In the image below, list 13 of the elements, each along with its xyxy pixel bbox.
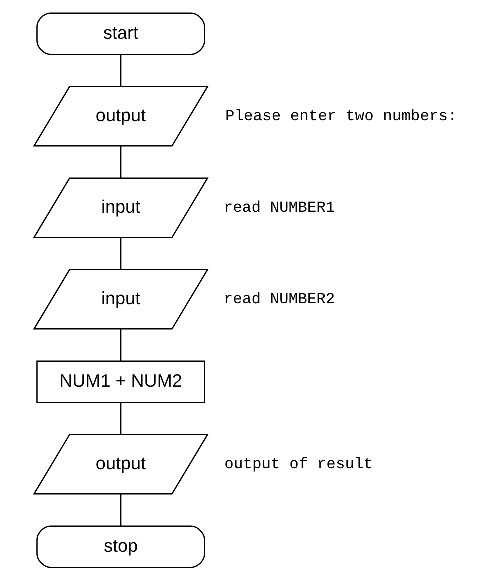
connector xyxy=(120,146,122,178)
connector xyxy=(120,494,122,526)
node-label: read NUMBER1 xyxy=(224,199,336,218)
node-box: stop xyxy=(36,526,206,568)
connector xyxy=(120,402,122,435)
connector xyxy=(120,54,122,87)
node-label: read NUMBER2 xyxy=(224,290,336,309)
connector xyxy=(120,238,122,270)
node-label: output of result xyxy=(224,455,374,474)
node-box: start xyxy=(36,12,206,56)
node-label: Please enter two numbers: xyxy=(225,108,458,126)
connector xyxy=(120,329,122,362)
node-box: NUM1 + NUM2 xyxy=(36,360,206,404)
